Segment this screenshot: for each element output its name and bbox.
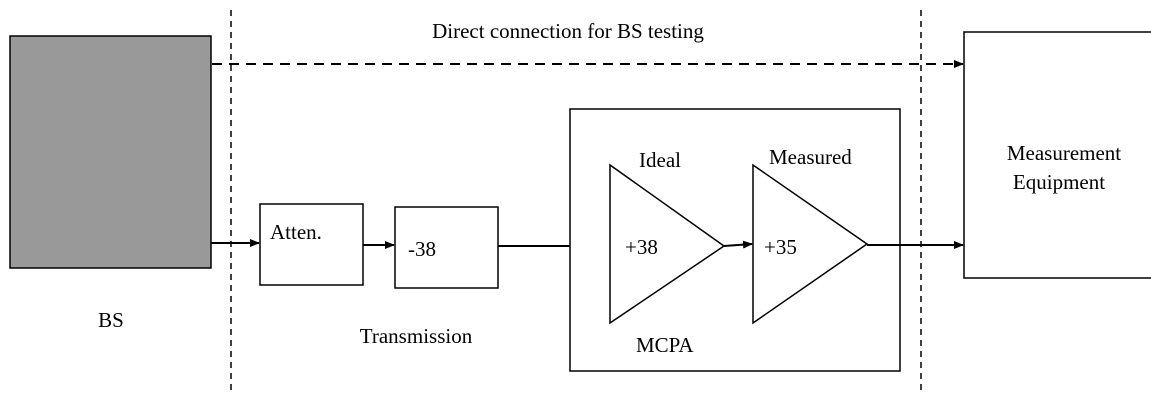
ideal-label: Ideal [639,148,681,172]
measured-gain: +35 [764,235,797,259]
equipment-label-line1: Measurement [1007,141,1121,165]
direct-connection-label: Direct connection for BS testing [432,19,704,43]
transmission-label: Transmission [360,324,473,348]
measured-label: Measured [769,145,852,169]
measured-amplifier-triangle [752,163,869,325]
ideal-to-measured-arrow [723,240,753,249]
transmission-block-value: -38 [408,237,436,261]
measurement-equipment-block [963,31,1151,279]
bs-label: BS [98,308,124,332]
bs-block [9,35,212,269]
atten-label: Atten. [270,220,322,244]
ideal-amplifier-triangle [609,163,726,325]
atten-block [259,203,364,286]
ideal-gain: +38 [625,235,658,259]
equipment-label-line2: Equipment [1013,170,1105,194]
mcpa-label: MCPA [636,333,694,357]
transmission-block [394,206,499,289]
